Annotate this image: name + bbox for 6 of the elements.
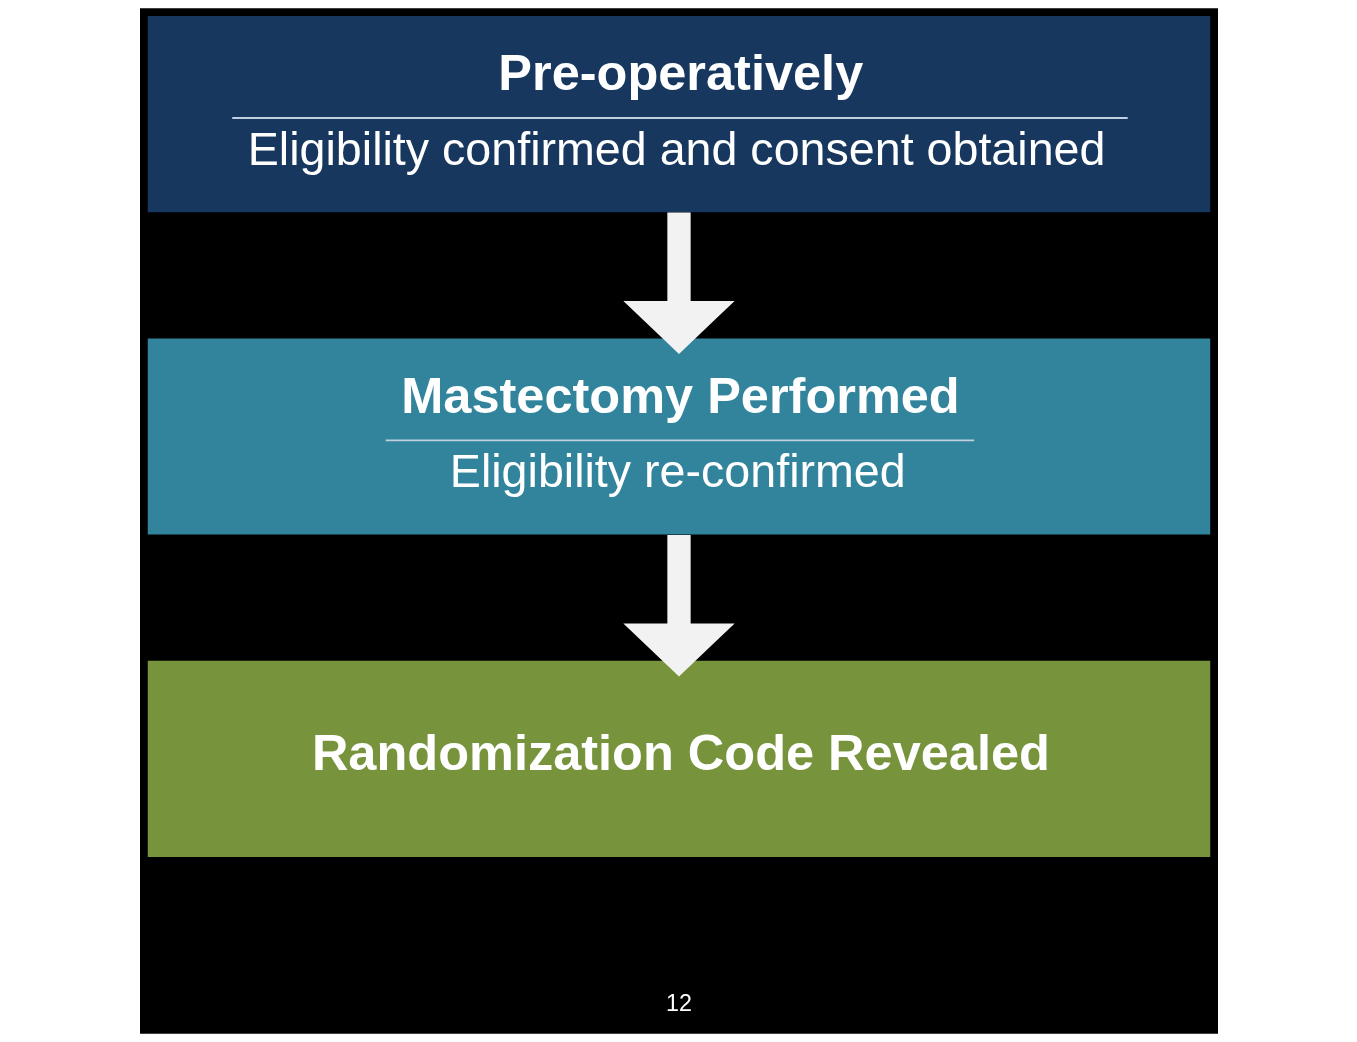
- node-box: Randomization Code Revealed: [147, 660, 1210, 858]
- node-box: Mastectomy Performed Eligibility re-confirmed: [147, 338, 1210, 535]
- label: 12: [665, 989, 692, 1016]
- arrow: [622, 212, 735, 354]
- arrow: [622, 534, 735, 677]
- node-box: Pre-operatively Eligibility confirmed and consent obtained: [147, 16, 1210, 213]
